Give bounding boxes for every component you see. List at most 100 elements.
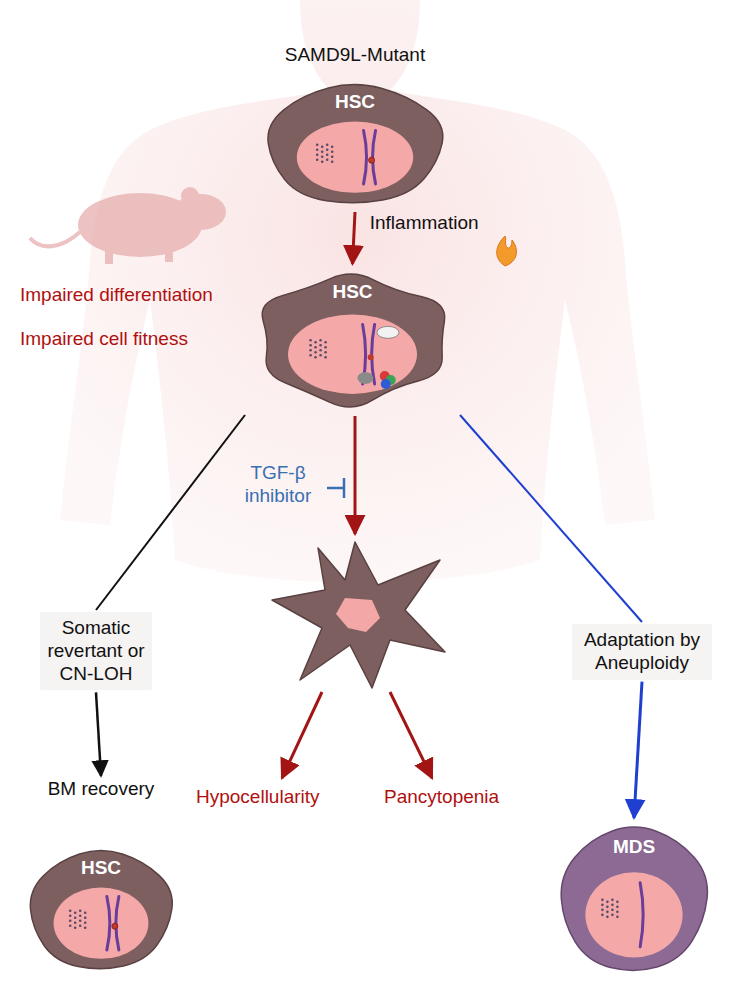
- dna-dot: [616, 906, 619, 909]
- dna-dot: [324, 346, 327, 349]
- dna-dot: [316, 153, 319, 156]
- cell-label: HSC: [245, 281, 460, 304]
- dna-dot: [601, 899, 604, 902]
- dna-dot: [611, 899, 614, 902]
- dna-dot: [331, 145, 334, 148]
- dna-dot: [331, 150, 334, 153]
- annotation-label: Hypocellularity: [196, 786, 320, 809]
- connector: [460, 415, 642, 622]
- inhibitor-bar: [343, 478, 346, 498]
- annotation-label: Impaired cell fitness: [20, 328, 188, 351]
- cell-nucleus: [54, 888, 149, 959]
- damaged-nucleus: [336, 598, 380, 632]
- dna-dot: [314, 351, 317, 354]
- dna-dot: [319, 344, 322, 347]
- dna-dot: [79, 924, 82, 927]
- dna-dot: [69, 914, 72, 917]
- dna-dot: [326, 148, 329, 151]
- mutation-dot: [369, 157, 375, 163]
- note-box: Adaptation by Aneuploidy: [572, 624, 712, 680]
- annotation-label: Impaired differentiation: [20, 284, 213, 307]
- dna-dot: [606, 901, 609, 904]
- dna-dot: [79, 909, 82, 912]
- dna-dot: [321, 145, 324, 148]
- dna-dot: [606, 916, 609, 919]
- dna-cluster: [69, 909, 87, 929]
- dna-cluster: [309, 339, 327, 359]
- cell-node: MDS: [553, 820, 715, 978]
- cell-label: HSC: [258, 91, 452, 114]
- dna-dot: [606, 911, 609, 914]
- chromosome: [640, 883, 643, 947]
- dna-dot: [316, 148, 319, 151]
- box-text: Adaptation by Aneuploidy: [578, 629, 706, 675]
- dna-dot: [69, 909, 72, 912]
- dna-dot: [84, 916, 87, 919]
- dna-cluster: [601, 899, 619, 919]
- box-text: Somatic revertant or CN-LOH: [46, 617, 146, 685]
- dna-dot: [74, 921, 77, 924]
- connector: [634, 682, 642, 818]
- stress-granule: [377, 326, 399, 338]
- dna-dot: [84, 921, 87, 924]
- edge-label: Inflammation: [370, 212, 479, 235]
- connector: [96, 692, 101, 776]
- mouse-silhouette: [30, 187, 226, 264]
- red-arrow: [282, 692, 322, 778]
- dna-dot: [314, 346, 317, 349]
- complex-blue: [381, 379, 391, 389]
- dna-dot: [319, 349, 322, 352]
- cell-label: MDS: [553, 836, 715, 859]
- dna-dot: [324, 341, 327, 344]
- dna-dot: [331, 155, 334, 158]
- dna-dot: [319, 354, 322, 357]
- dna-dot: [74, 911, 77, 914]
- dna-dot: [601, 914, 604, 917]
- cell-node: HSC: [245, 266, 460, 413]
- dna-dot: [309, 339, 312, 342]
- dna-dot: [84, 911, 87, 914]
- dna-dot: [326, 153, 329, 156]
- cell-heading: SAMD9L-Mutant: [258, 44, 452, 67]
- dna-dot: [74, 926, 77, 929]
- red-arrow: [354, 416, 357, 534]
- dna-dot: [314, 356, 317, 359]
- dna-dot: [324, 351, 327, 354]
- dna-dot: [611, 909, 614, 912]
- dna-dot: [616, 901, 619, 904]
- dna-dot: [326, 158, 329, 161]
- connector: [353, 212, 356, 264]
- dna-dot: [601, 904, 604, 907]
- cell-nucleus: [585, 872, 682, 957]
- chromosome: [364, 130, 367, 183]
- dna-dot: [326, 143, 329, 146]
- dna-cluster: [316, 143, 334, 163]
- dna-dot: [309, 349, 312, 352]
- cell-nucleus: [297, 122, 413, 193]
- dna-dot: [611, 904, 614, 907]
- dna-dot: [321, 150, 324, 153]
- dna-dot: [79, 914, 82, 917]
- dna-dot: [331, 160, 334, 163]
- dna-dot: [616, 911, 619, 914]
- cell-nucleus: [288, 315, 417, 394]
- dna-dot: [314, 341, 317, 344]
- dna-dot: [321, 155, 324, 158]
- note-box: Somatic revertant or CN-LOH: [40, 612, 152, 690]
- dna-dot: [69, 919, 72, 922]
- mutation-dot: [112, 923, 118, 929]
- complex-grey: [357, 372, 373, 384]
- dna-dot: [324, 356, 327, 359]
- dna-dot: [606, 906, 609, 909]
- dna-dot: [79, 919, 82, 922]
- annotation-label: TGF-β inhibitor: [232, 462, 324, 508]
- dna-dot: [316, 158, 319, 161]
- dna-dot: [316, 143, 319, 146]
- red-arrow: [390, 692, 432, 778]
- dna-dot: [601, 909, 604, 912]
- cell-node: SAMD9L-MutantHSC: [258, 44, 452, 210]
- annotation-label: Pancytopenia: [384, 786, 499, 809]
- dna-dot: [319, 339, 322, 342]
- mutation-dot: [368, 354, 374, 360]
